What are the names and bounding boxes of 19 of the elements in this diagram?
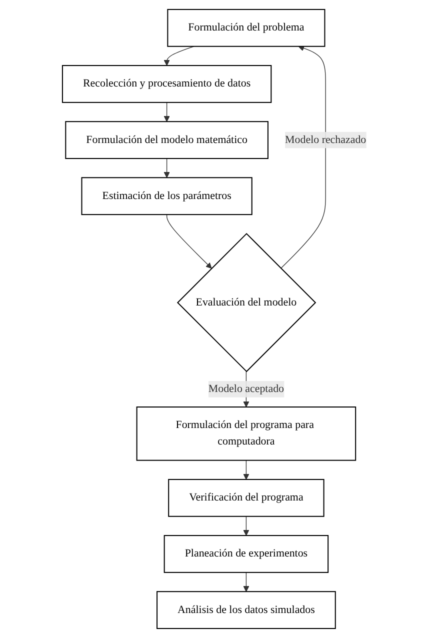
node-box: Formulación del modelo matemático	[64, 121, 268, 160]
arrow	[242, 572, 249, 592]
node-box: Planeación de experimentos	[164, 535, 328, 573]
edge-label: Modelo rechazado	[284, 134, 366, 146]
node-box: Verificación del programa	[168, 478, 324, 517]
arrow	[166, 214, 212, 269]
arrow	[242, 516, 249, 536]
arrow	[164, 158, 170, 178]
node-box: Análisis de los datos simulados	[156, 591, 336, 630]
edge-label: Modelo aceptado	[208, 383, 284, 395]
arrow	[280, 45, 326, 269]
arrow	[242, 460, 249, 480]
node-box: Estimación de los parámetros	[80, 177, 252, 216]
arrow	[164, 102, 170, 122]
node-box: Formulación del problema	[166, 8, 325, 47]
node-diamond: Evaluación del modelo	[176, 233, 316, 372]
node-box: Recolección y procesamiento de datos	[62, 65, 272, 103]
arrow	[164, 46, 194, 66]
node-box: Formulación del programa para computadora	[136, 406, 356, 461]
